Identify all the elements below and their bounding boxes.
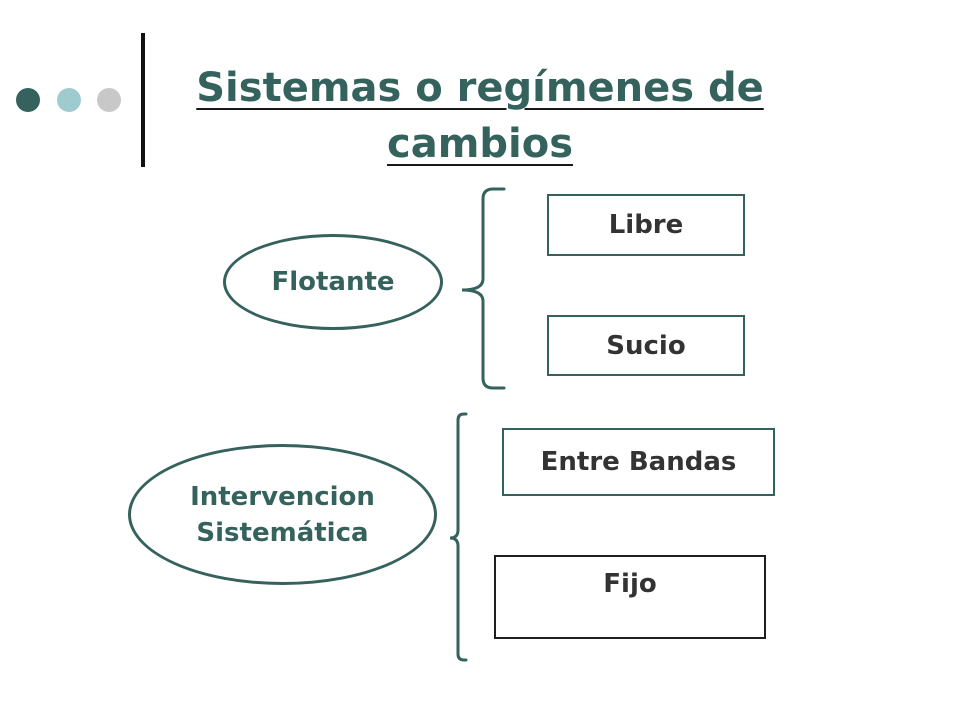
decorative-dot-light — [57, 88, 81, 112]
slide-title: Sistemas o regímenes de cambios — [196, 65, 764, 167]
node-flotante: Flotante — [223, 234, 443, 330]
decorative-dot-gray — [97, 88, 121, 112]
box-sucio: Sucio — [547, 315, 745, 376]
box-sucio-label: Sucio — [606, 330, 686, 361]
node-intervencion-label-line2: Sistemática — [196, 517, 369, 548]
brace-flotante — [461, 187, 506, 390]
node-flotante-label: Flotante — [271, 267, 395, 297]
node-intervencion-label-line1: Intervencion — [190, 481, 375, 512]
node-intervencion-sistematica: Intervencion Sistemática — [128, 444, 437, 585]
title-divider-bar — [141, 33, 145, 167]
box-fijo: Fijo — [494, 555, 766, 639]
box-fijo-label: Fijo — [603, 569, 657, 599]
box-entre-bandas-label: Entre Bandas — [540, 447, 737, 477]
decorative-dot-dark — [16, 88, 40, 112]
box-libre-label: Libre — [608, 210, 684, 240]
brace-intervencion — [449, 412, 468, 662]
box-entre-bandas: Entre Bandas — [502, 428, 775, 496]
box-libre: Libre — [547, 194, 745, 256]
